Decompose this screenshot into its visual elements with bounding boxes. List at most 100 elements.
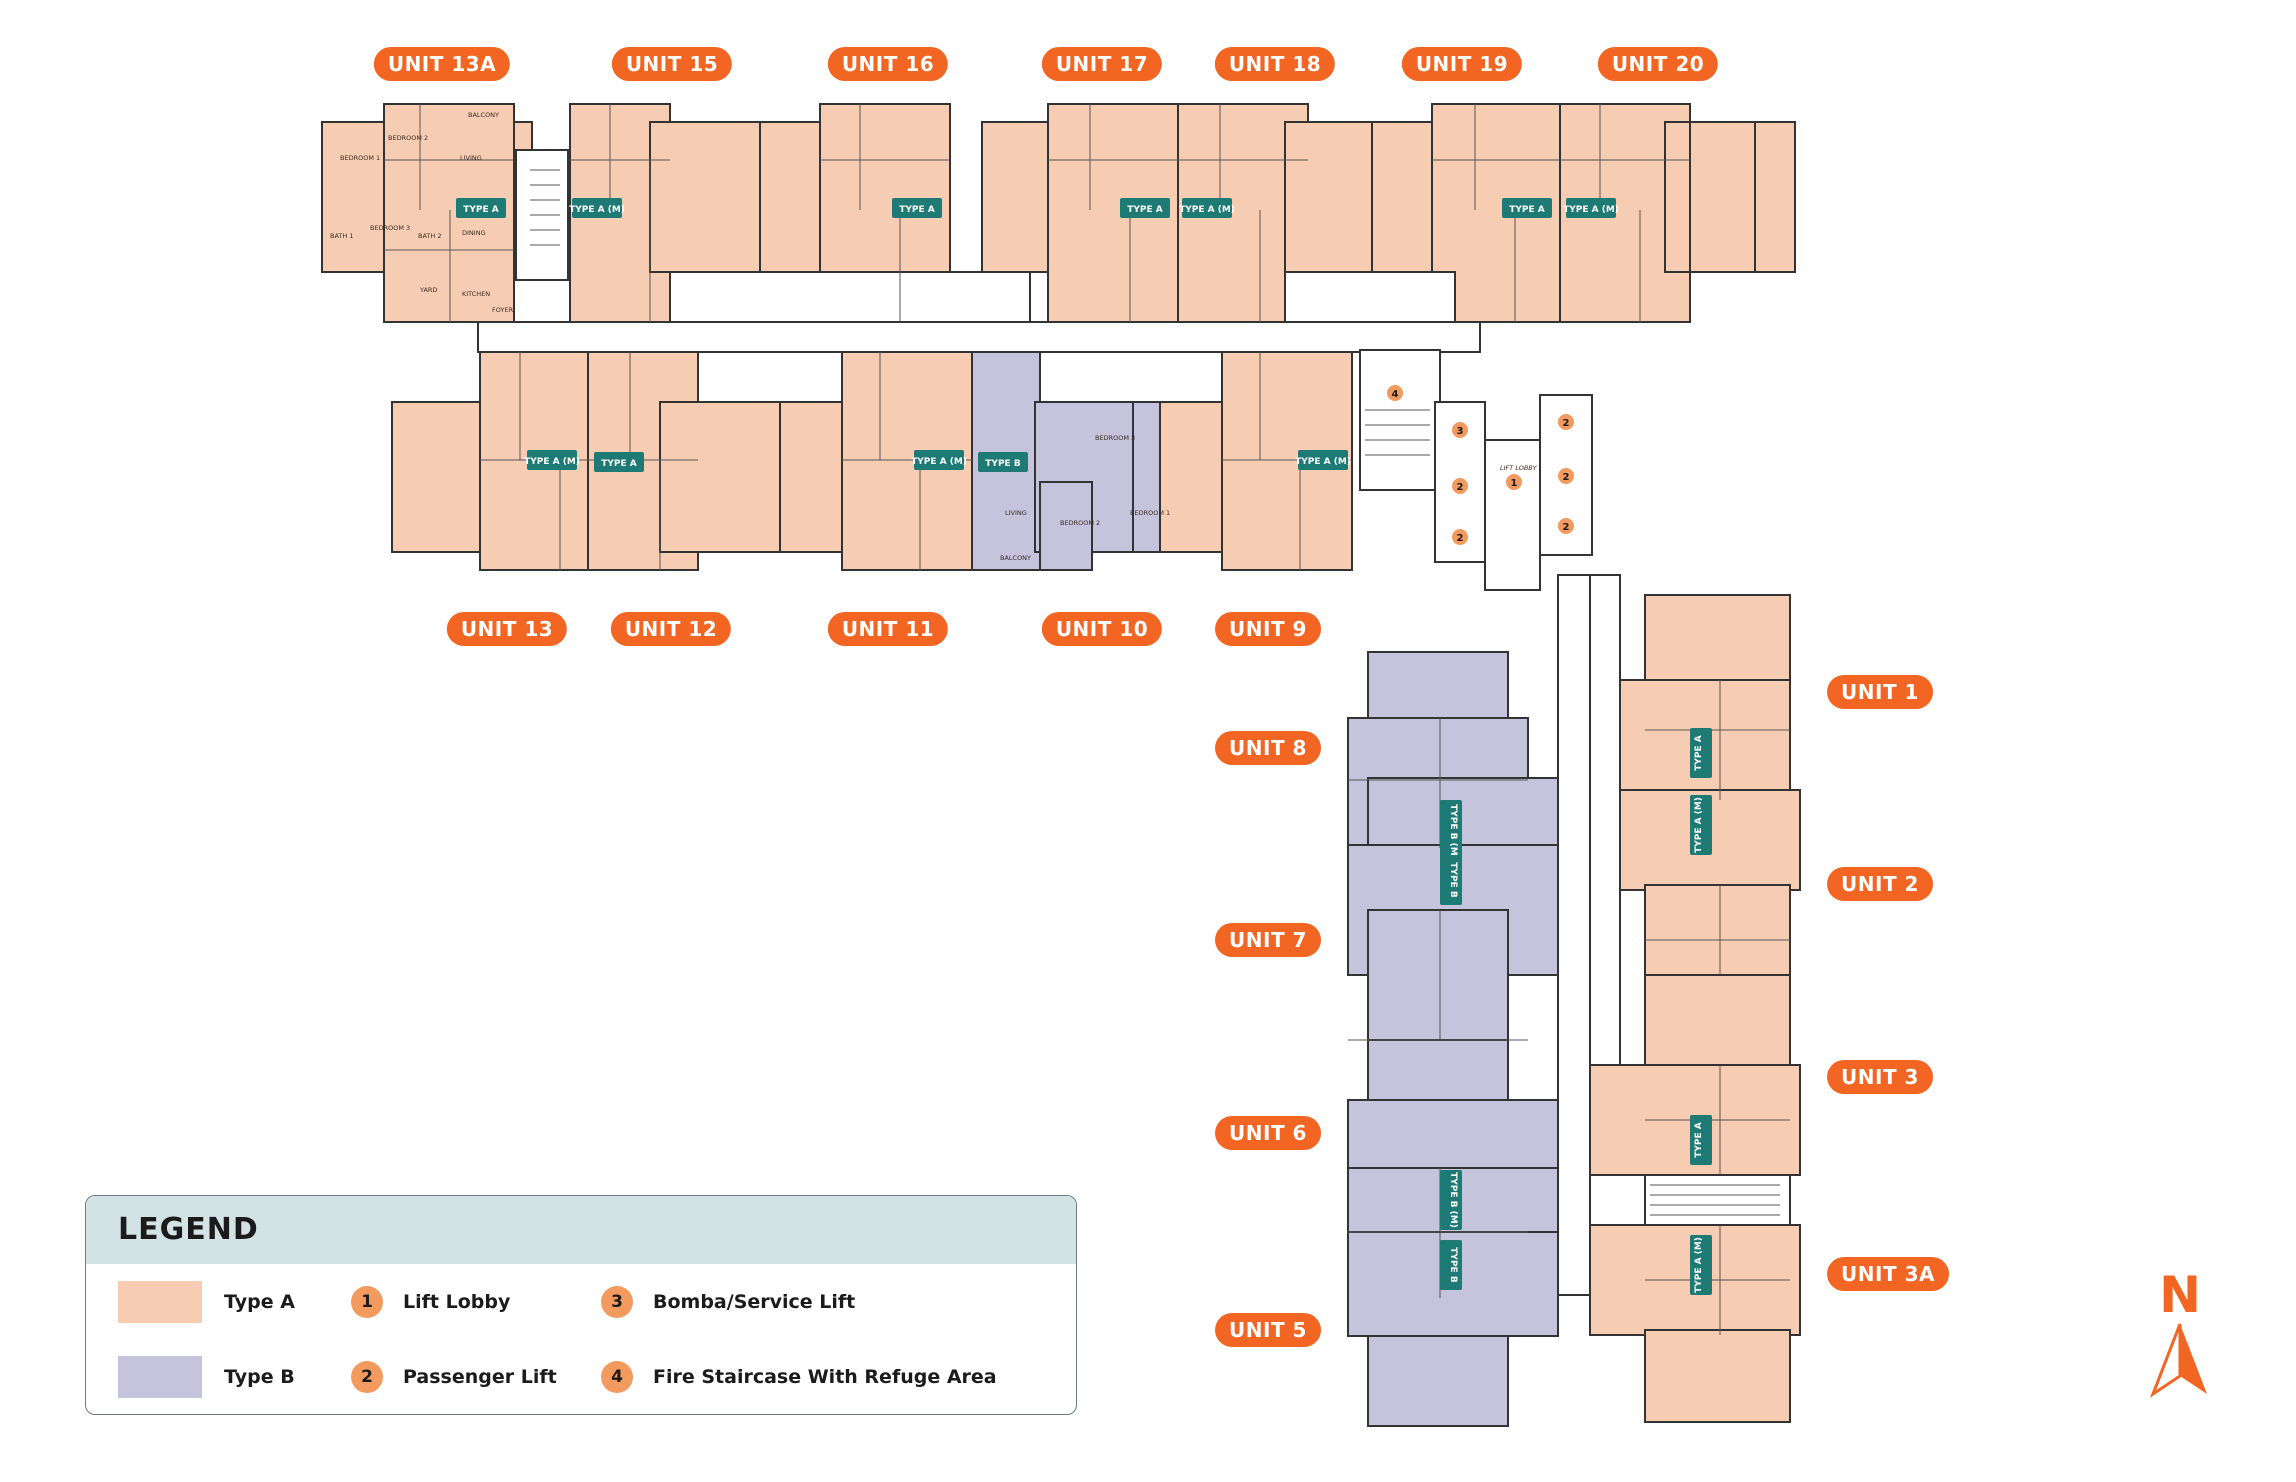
unit-label-2: UNIT 2: [1827, 867, 1933, 901]
type-tag-unit-16: [892, 198, 942, 218]
type-tag-unit-10: [978, 452, 1028, 472]
room-label: DINING: [462, 229, 486, 237]
type-a-swatch: [118, 1281, 202, 1323]
type-tag-text: TYPE A (M): [1694, 1237, 1704, 1293]
legend-label: Lift Lobby: [403, 1291, 511, 1313]
legend-number-badge: 1: [351, 1286, 383, 1318]
type-tag-unit-13a: [456, 198, 506, 218]
room-label: BEDROOM 3: [370, 224, 410, 232]
legend-label: Bomba/Service Lift: [653, 1291, 856, 1313]
legend-title: LEGEND: [86, 1196, 1076, 1264]
type-tag-text: TYPE A: [1127, 205, 1163, 215]
unit-label-18: UNIT 18: [1214, 47, 1336, 81]
unit-label-11: UNIT 11: [827, 612, 949, 646]
type-tag-text: TYPE A (M): [911, 457, 967, 467]
type-tag-unit-12: [594, 452, 644, 472]
type-tag-unit-5: [1440, 1240, 1462, 1290]
pin-3-service-lift: [1452, 422, 1468, 438]
type-tag-text: TYPE B: [1448, 862, 1458, 898]
legend: LEGEND Type A Type B 1 Lift Lobby 2 Pass…: [85, 1195, 1077, 1415]
unit-label-5: UNIT 5: [1215, 1313, 1321, 1347]
type-tag-text: TYPE A: [1694, 735, 1704, 771]
unit-label-13: UNIT 13: [446, 612, 568, 646]
type-tag-unit-15: [572, 198, 622, 218]
pin-label: 1: [1511, 478, 1518, 489]
type-tag-text: TYPE A: [463, 205, 499, 215]
legend-label: Passenger Lift: [403, 1366, 557, 1388]
type-tag-text: TYPE A: [899, 205, 935, 215]
type-tag-text: TYPE B: [1448, 1247, 1458, 1283]
room-label: YARD: [419, 286, 437, 294]
room-label: BEDROOM 2: [388, 134, 428, 142]
type-tag-text: TYPE A: [1509, 205, 1545, 215]
type-tag-unit-17: [1120, 198, 1170, 218]
unit-label-3: UNIT 3: [1827, 1060, 1933, 1094]
type-tag-text: TYPE A (M): [1563, 205, 1619, 215]
room-label: FOYER: [492, 306, 514, 314]
unit-label-1: UNIT 1: [1827, 675, 1933, 709]
type-tag-unit-20: [1566, 198, 1616, 218]
pin-2-passenger-lift: [1558, 468, 1574, 484]
unit-label-8: UNIT 8: [1215, 731, 1321, 765]
type-tag-text: TYPE A (M): [1694, 797, 1704, 853]
pin-2-passenger-lift: [1452, 478, 1468, 494]
unit-label-9: UNIT 9: [1215, 612, 1321, 646]
legend-number-badge: 4: [601, 1361, 633, 1393]
pin-label: 2: [1563, 418, 1570, 429]
type-tag-unit-9: [1298, 450, 1348, 470]
unit-label-7: UNIT 7: [1215, 923, 1321, 957]
type-tag-text: TYPE A (M): [524, 457, 580, 467]
pin-label: 2: [1457, 533, 1464, 544]
room-label: LIVING: [460, 154, 482, 162]
type-tag-unit-8: [1440, 800, 1462, 860]
legend-number-badge: 2: [351, 1361, 383, 1393]
room-label: BALCONY: [468, 111, 499, 119]
pin-label: 3: [1457, 426, 1464, 437]
unit-label-3a: UNIT 3A: [1827, 1257, 1949, 1291]
type-tag-text: TYPE A (M): [1179, 205, 1235, 215]
room-label: BEDROOM 1: [1130, 509, 1170, 517]
type-tag-text: TYPE A (M): [569, 205, 625, 215]
legend-label: Type A: [224, 1291, 295, 1313]
type-tag-unit-11: [914, 450, 964, 470]
type-tag-text: TYPE A: [1694, 1122, 1704, 1158]
unit-label-16: UNIT 16: [827, 47, 949, 81]
pin-4-staircase: [1387, 385, 1403, 401]
room-label: BALCONY: [1000, 554, 1031, 562]
type-tag-text: TYPE B (M): [1448, 1172, 1458, 1228]
room-label: BEDROOM 1: [340, 154, 380, 162]
legend-label: Fire Staircase With Refuge Area: [653, 1366, 997, 1388]
type-tag-unit-3: [1690, 1115, 1712, 1165]
north-letter: N: [2159, 1266, 2201, 1324]
unit-label-10: UNIT 10: [1041, 612, 1163, 646]
lift-lobby-label: LIFT LOBBY: [1500, 464, 1538, 472]
legend-item-service-lift: 3 Bomba/Service Lift: [601, 1286, 855, 1318]
room-label: BEDROOM 2: [1060, 519, 1100, 527]
type-tag-unit-3a: [1690, 1235, 1712, 1295]
legend-number-badge: 3: [601, 1286, 633, 1318]
type-tag-text: TYPE A: [601, 459, 637, 469]
type-tag-text: TYPE B: [985, 459, 1021, 469]
legend-label: Type B: [224, 1366, 295, 1388]
type-tag-text: TYPE A (M): [1295, 457, 1351, 467]
type-b-swatch: [118, 1356, 202, 1398]
type-tag-unit-13: [527, 450, 577, 470]
pin-2-passenger-lift: [1452, 529, 1468, 545]
unit-label-12: UNIT 12: [610, 612, 732, 646]
unit-label-13a: UNIT 13A: [373, 47, 511, 81]
pin-label: 2: [1563, 472, 1570, 483]
pin-2-passenger-lift: [1558, 518, 1574, 534]
pin-label: 2: [1457, 482, 1464, 493]
room-label: BATH 2: [418, 232, 441, 240]
pin-1-lift-lobby: [1506, 474, 1522, 490]
room-label: BATH 1: [330, 232, 353, 240]
pin-label: 2: [1563, 522, 1570, 533]
pin-2-passenger-lift: [1558, 414, 1574, 430]
type-tag-unit-6: [1440, 1170, 1462, 1230]
north-arrow-icon: [2149, 1323, 2207, 1398]
unit-label-6: UNIT 6: [1215, 1116, 1321, 1150]
unit-label-20: UNIT 20: [1597, 47, 1719, 81]
unit-label-15: UNIT 15: [611, 47, 733, 81]
legend-item-passenger-lift: 2 Passenger Lift: [351, 1361, 557, 1393]
